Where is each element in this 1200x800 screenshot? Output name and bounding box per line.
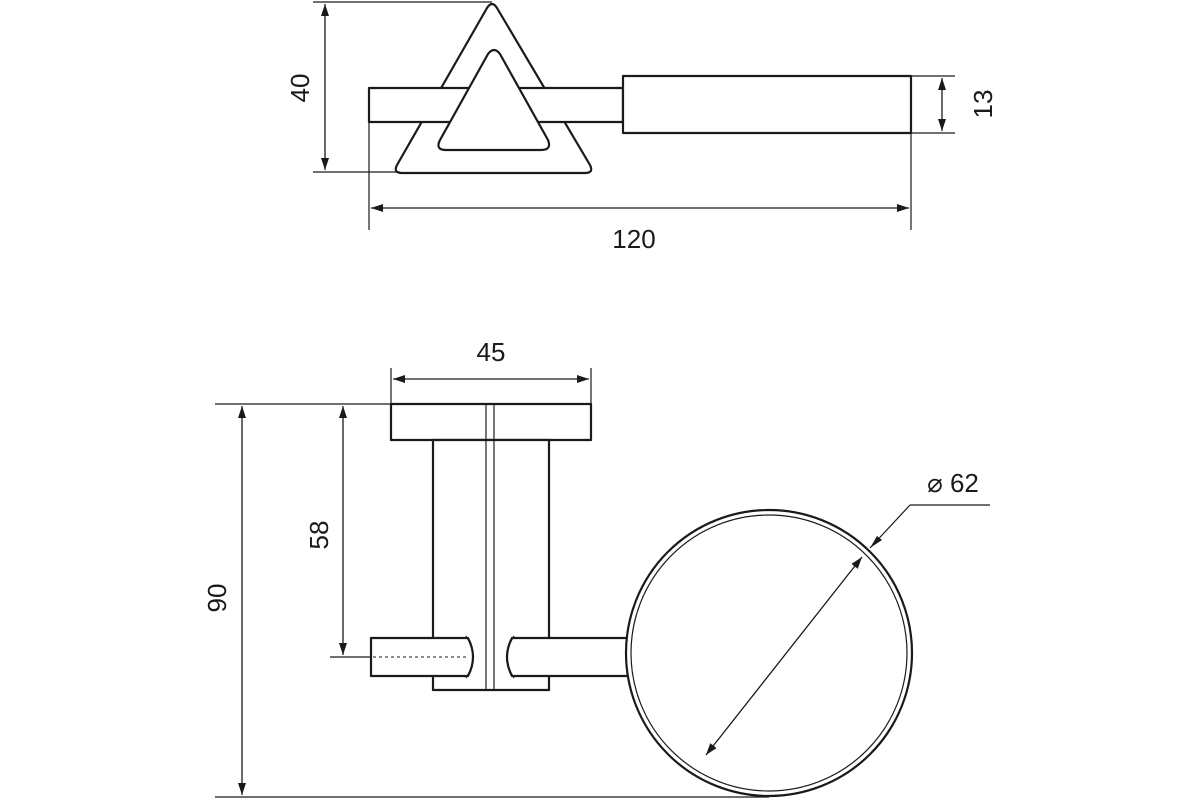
inner-triangle: [437, 48, 551, 152]
dimension-line-ring-diameter: [705, 556, 863, 756]
dimension-label-bottom-height: 90: [202, 584, 232, 613]
side-view: [369, 402, 914, 798]
dimension-label-top-thickness: 13: [968, 90, 998, 119]
glass-ring-inner: [630, 514, 908, 792]
wall-plate: [389, 402, 593, 442]
end-cap: [621, 74, 913, 135]
side-dimensions: 45 90 58 ⌀ 62: [202, 337, 990, 798]
top-view: [367, 2, 913, 175]
right-arm: [505, 636, 630, 678]
top-dimensions: 40 13 120: [285, 1, 998, 254]
dimension-label-top-length: 120: [612, 224, 655, 254]
dimension-label-bottom-arm: 58: [304, 521, 334, 550]
dimension-label-ring-diameter: ⌀ 62: [927, 468, 979, 498]
dimension-label-top-height: 40: [285, 74, 315, 103]
dimension-label-bottom-width: 45: [477, 337, 506, 367]
glass-ring-outer: [624, 508, 914, 798]
